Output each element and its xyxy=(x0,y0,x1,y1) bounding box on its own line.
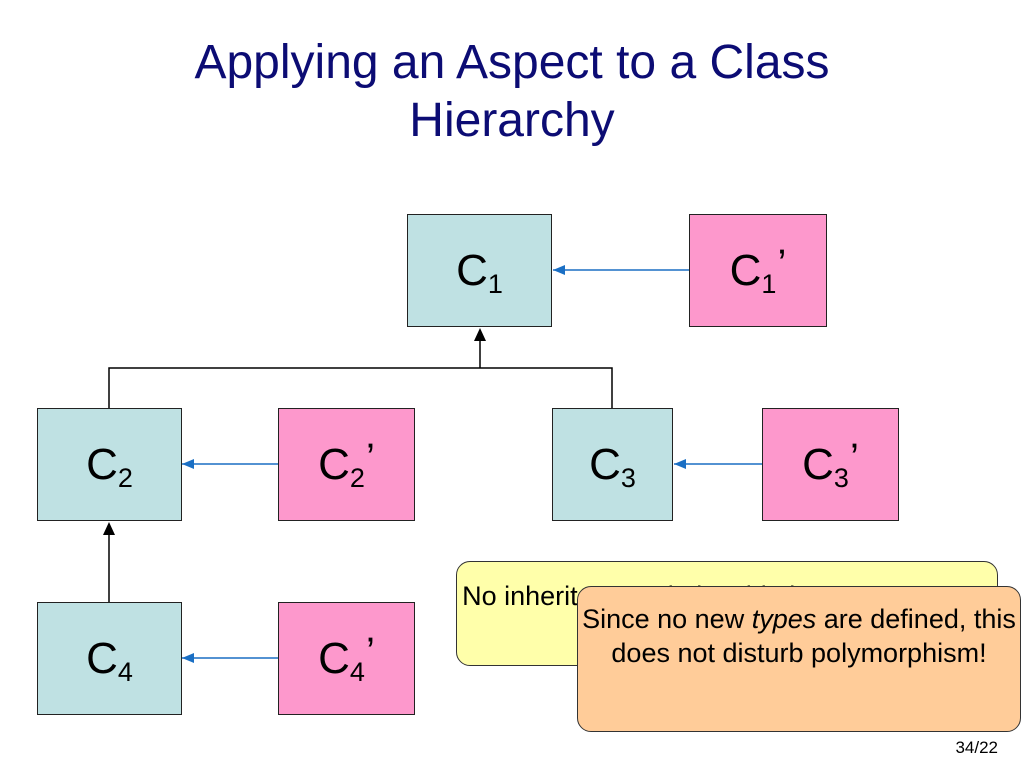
aspect-c1-prime: ’ xyxy=(777,242,787,286)
aspect-c4-base: C xyxy=(318,633,350,683)
class-c3-base: C xyxy=(589,439,621,489)
aspect-c3-subscript: 3 xyxy=(833,463,849,493)
aspect-c4-subscript: 4 xyxy=(349,657,365,687)
class-c4-base: C xyxy=(86,633,118,683)
slide-title: Applying an Aspect to a Class Hierarchy xyxy=(0,34,1024,150)
aspect-c2-prime: ’ xyxy=(365,436,375,480)
aspect-c3-base: C xyxy=(802,439,834,489)
class-c1-base: C xyxy=(456,245,488,295)
inheritance-line-c2-c3 xyxy=(108,367,613,408)
inheritance-arrowhead-c2 xyxy=(103,522,115,535)
class-c3-subscript: 3 xyxy=(620,463,636,493)
class-c2-subscript: 2 xyxy=(117,463,133,493)
aspect-c1-base: C xyxy=(729,245,762,295)
polymorphism-note-text-2: are defined, this does not disturb polym… xyxy=(611,604,1016,668)
class-c4-subscript: 4 xyxy=(117,657,133,687)
aspect-c2-subscript: 2 xyxy=(349,463,365,493)
aspect-c3-prime: ’ xyxy=(849,436,859,480)
aspect-c4-prime: ’ xyxy=(365,630,375,674)
aspect-c2-base: C xyxy=(318,439,350,489)
polymorphism-note-text-1: Since no new xyxy=(582,604,752,634)
polymorphism-note-emphasis: types xyxy=(751,604,817,634)
class-c1-subscript: 1 xyxy=(487,269,503,299)
page-number: 34/22 xyxy=(955,738,998,757)
polymorphism-note-callout: Since no new types are defined, this doe… xyxy=(577,586,1021,732)
aspect-c1-subscript: 1 xyxy=(761,269,777,299)
slide-title-line-1: Applying an Aspect to a Class xyxy=(194,36,830,89)
inheritance-arrowhead-c1 xyxy=(474,328,486,341)
class-c2-base: C xyxy=(86,439,118,489)
slide-title-line-2: Hierarchy xyxy=(409,94,615,147)
